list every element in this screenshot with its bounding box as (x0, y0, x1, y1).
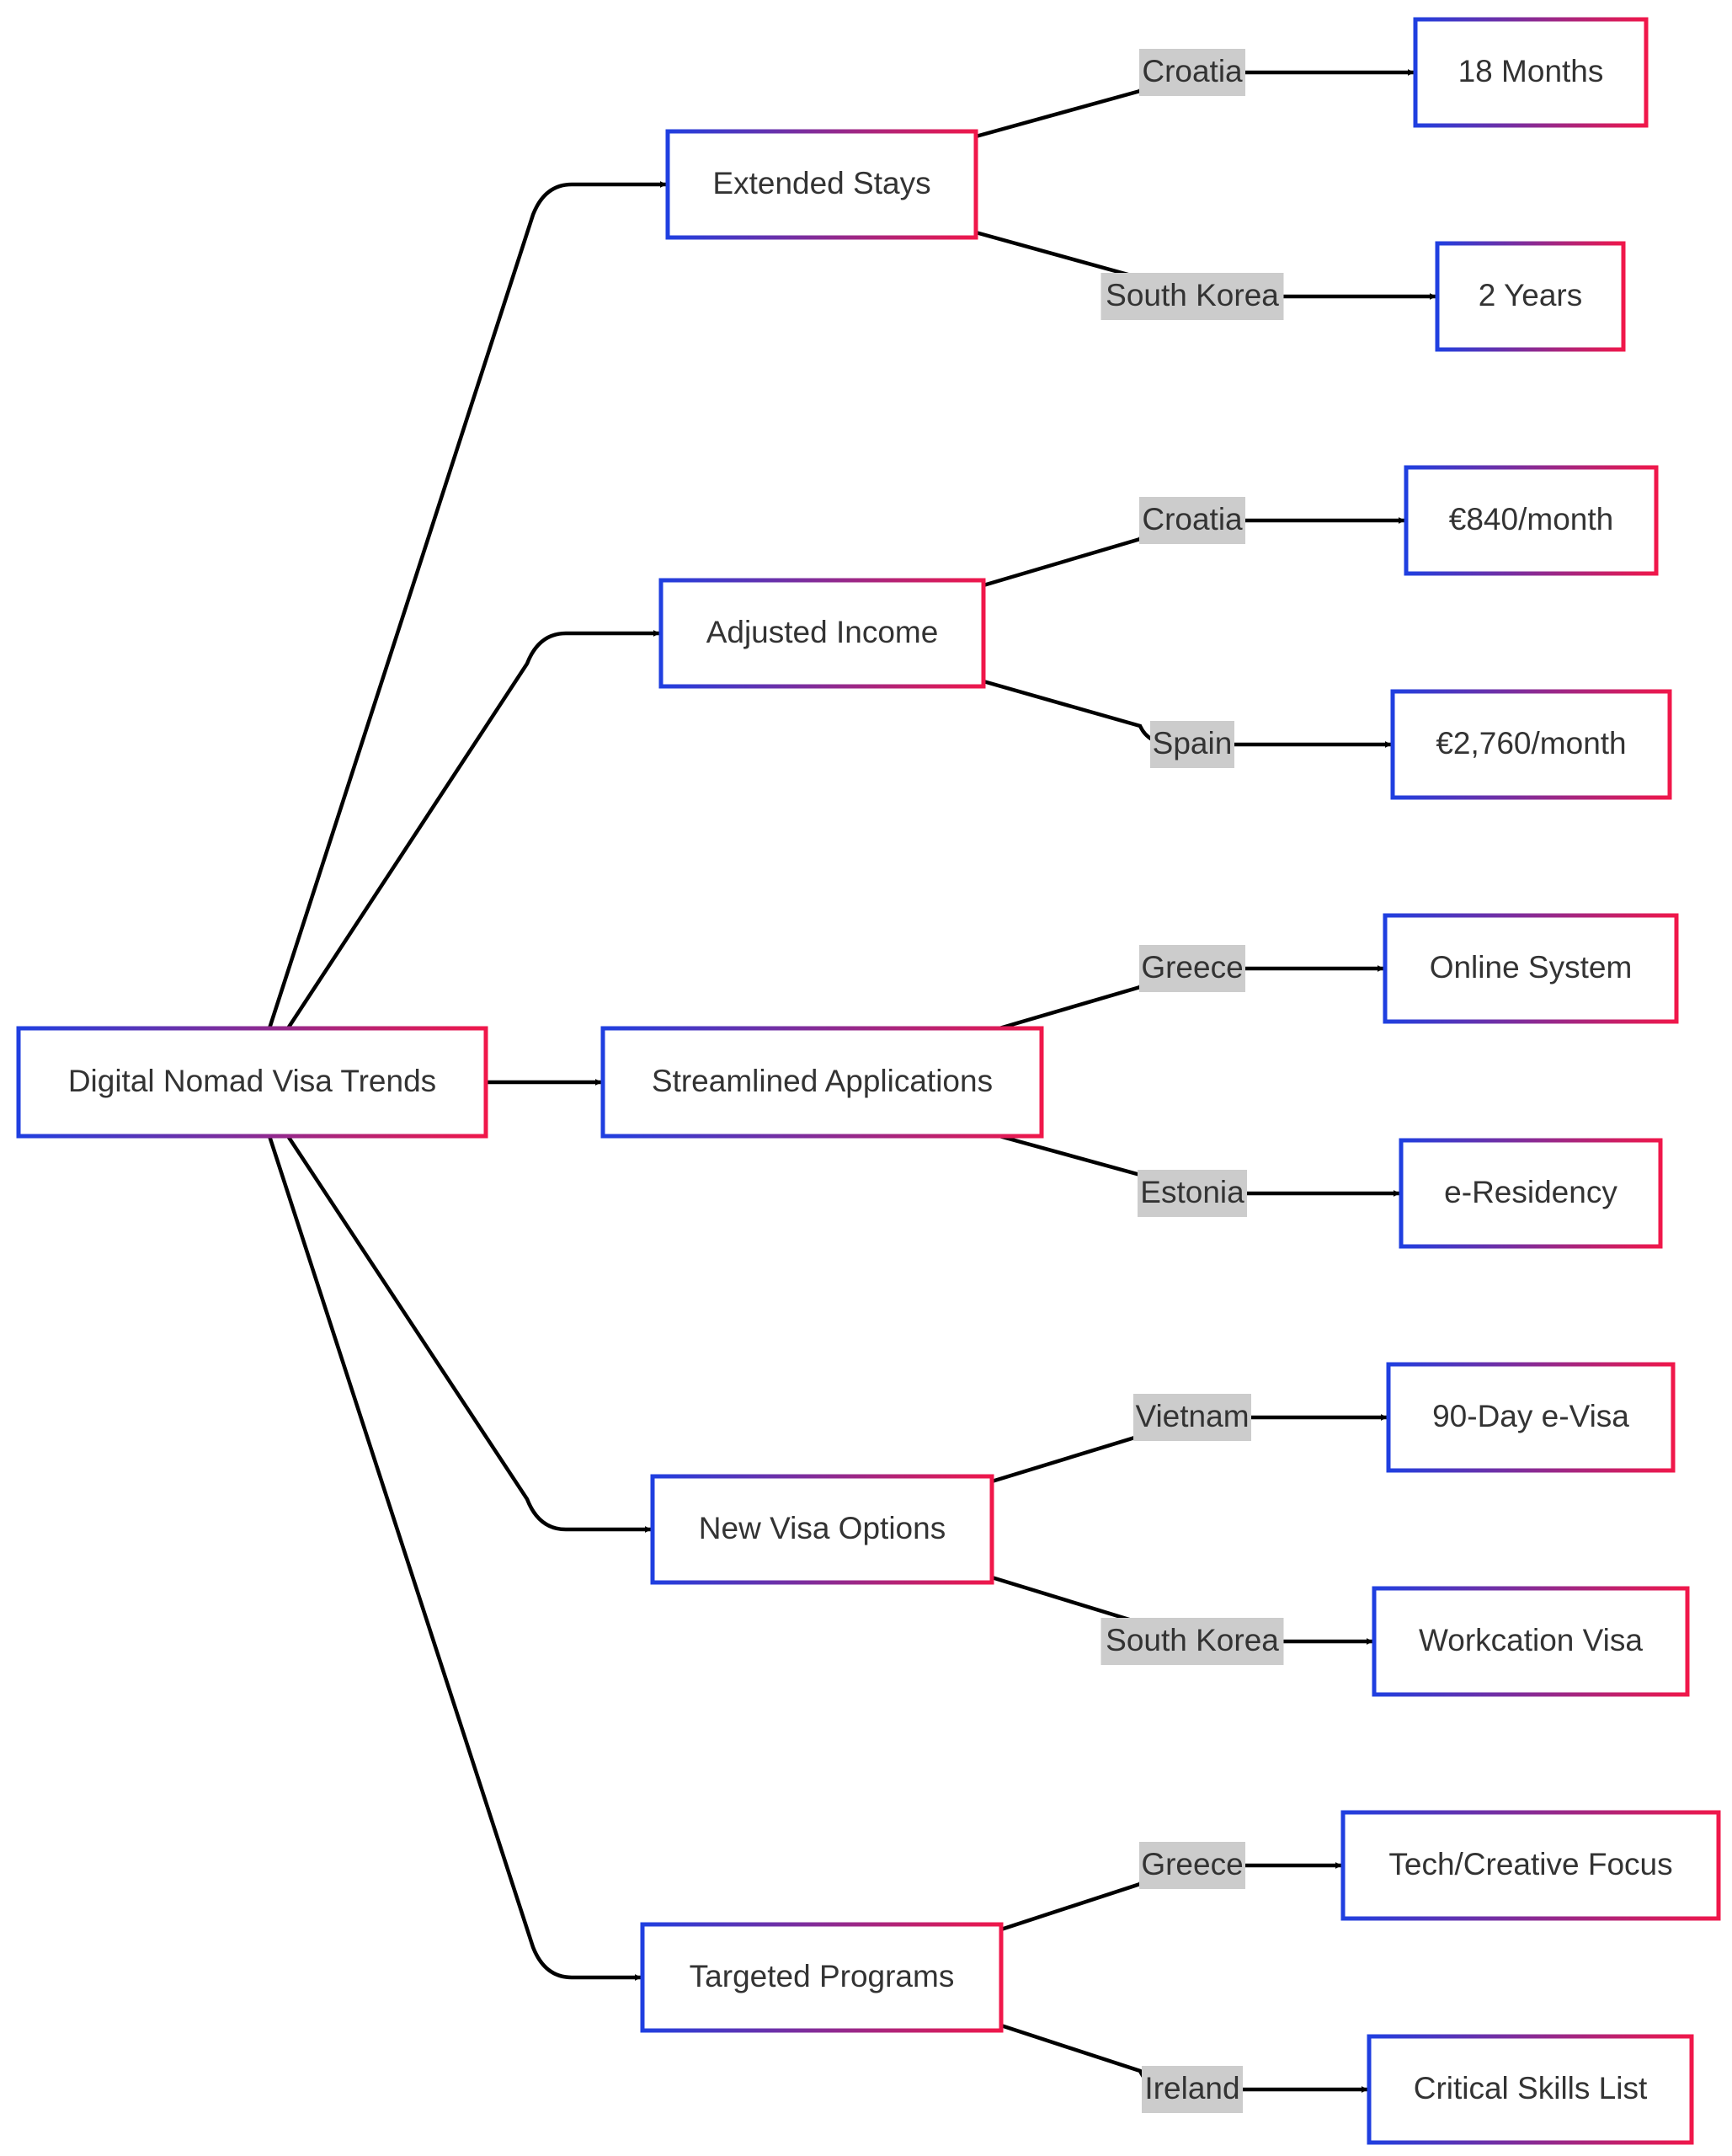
edge-label-workcation-visa: South Korea (1100, 1618, 1284, 1665)
node-streamlined-applications: Streamlined Applications (600, 1026, 1044, 1139)
edge-label-tech-creative-focus-text: Greece (1141, 1847, 1243, 1881)
edge-label-18-months: Croatia (1139, 49, 1245, 96)
edge-label-90-day-e-visa-background (1133, 1394, 1251, 1441)
edge-label-18-months-background (1139, 49, 1245, 96)
edge-label-2760-month-text: Spain (1153, 726, 1233, 760)
edge-label-2-years-background (1100, 273, 1284, 320)
node-root-box (16, 1026, 488, 1139)
node-workcation-visa: Workcation Visa (1372, 1586, 1690, 1697)
edge-label-840-month-text: Croatia (1142, 502, 1243, 536)
node-adjusted-income-label: Adjusted Income (706, 615, 939, 649)
node-90-day-e-visa: 90-Day e-Visa (1386, 1362, 1676, 1473)
node-streamlined-applications-box (600, 1026, 1044, 1139)
nodes-layer: Digital Nomad Visa Trends Extended Stays 1… (16, 17, 1721, 2145)
edge-label-online-system-background (1139, 945, 1245, 992)
node-critical-skills-list: Critical Skills List (1367, 2034, 1694, 2145)
node-critical-skills-list-label: Critical Skills List (1414, 2071, 1648, 2105)
edge-label-critical-skills-list-background (1142, 2066, 1243, 2113)
node-2760-month-label: €2,760/month (1436, 726, 1626, 760)
node-e-residency: e-Residency (1399, 1138, 1663, 1249)
node-online-system: Online System (1383, 913, 1679, 1024)
node-extended-stays: Extended Stays (665, 129, 978, 240)
edge-label-e-residency: Estonia (1138, 1170, 1247, 1217)
node-2760-month: €2,760/month (1390, 689, 1672, 800)
node-targeted-programs-label: Targeted Programs (690, 1959, 955, 1993)
node-new-visa-options-label: New Visa Options (699, 1511, 946, 1545)
edge-label-critical-skills-list: Ireland (1142, 2066, 1243, 2113)
node-critical-skills-list-box (1367, 2034, 1694, 2145)
node-840-month-box (1404, 465, 1659, 576)
node-18-months-label: 18 Months (1458, 54, 1604, 88)
edge-label-90-day-e-visa: Vietnam (1133, 1394, 1251, 1441)
node-extended-stays-label: Extended Stays (712, 166, 930, 200)
node-840-month-label: €840/month (1449, 502, 1613, 536)
node-90-day-e-visa-label: 90-Day e-Visa (1432, 1399, 1629, 1433)
node-online-system-label: Online System (1430, 950, 1633, 985)
node-18-months: 18 Months (1413, 17, 1649, 128)
edge-label-tech-creative-focus-background (1139, 1842, 1245, 1889)
edge-label-840-month: Croatia (1139, 497, 1245, 544)
edge-root-to-targeted-programs (267, 1135, 642, 1981)
node-root-label: Digital Nomad Visa Trends (68, 1064, 436, 1098)
node-2-years-label: 2 Years (1479, 278, 1582, 312)
node-streamlined-applications-label: Streamlined Applications (652, 1064, 993, 1098)
edge-root-to-extended-stays (267, 181, 667, 1029)
edge-label-workcation-visa-background (1100, 1618, 1284, 1665)
node-workcation-visa-label: Workcation Visa (1419, 1623, 1643, 1657)
edge-label-tech-creative-focus: Greece (1139, 1842, 1245, 1889)
edge-label-2760-month: Spain (1150, 721, 1234, 768)
node-18-months-box (1413, 17, 1649, 128)
node-e-residency-box (1399, 1138, 1663, 1249)
node-tech-creative-focus: Tech/Creative Focus (1340, 1810, 1721, 1921)
node-root: Digital Nomad Visa Trends (16, 1026, 488, 1139)
edge-label-online-system-text: Greece (1141, 950, 1243, 985)
node-2-years-box (1435, 241, 1626, 352)
node-adjusted-income: Adjusted Income (658, 578, 986, 689)
node-workcation-visa-box (1372, 1586, 1690, 1697)
node-tech-creative-focus-box (1340, 1810, 1721, 1921)
edge-label-workcation-visa-text: South Korea (1106, 1623, 1279, 1657)
node-tech-creative-focus-label: Tech/Creative Focus (1388, 1847, 1672, 1881)
node-840-month: €840/month (1404, 465, 1659, 576)
edge-label-online-system: Greece (1139, 945, 1245, 992)
node-adjusted-income-box (658, 578, 986, 689)
edge-label-90-day-e-visa-text: Vietnam (1135, 1399, 1249, 1433)
edge-label-840-month-background (1139, 497, 1245, 544)
node-extended-stays-box (665, 129, 978, 240)
node-90-day-e-visa-box (1386, 1362, 1676, 1473)
edge-label-18-months-text: Croatia (1142, 54, 1243, 88)
node-e-residency-label: e-Residency (1444, 1175, 1617, 1209)
edge-label-critical-skills-list-text: Ireland (1144, 2071, 1239, 2105)
node-2760-month-box (1390, 689, 1672, 800)
node-2-years: 2 Years (1435, 241, 1626, 352)
edge-label-e-residency-text: Estonia (1140, 1175, 1244, 1209)
edge-root-to-new-visa-options (286, 1134, 652, 1533)
node-new-visa-options-box (650, 1474, 994, 1585)
edge-label-2-years: South Korea (1100, 273, 1284, 320)
edge-root-to-adjusted-income (286, 630, 660, 1030)
edge-label-2760-month-background (1150, 721, 1234, 768)
node-new-visa-options: New Visa Options (650, 1474, 994, 1585)
node-online-system-box (1383, 913, 1679, 1024)
edge-label-2-years-text: South Korea (1106, 278, 1279, 312)
node-targeted-programs: Targeted Programs (640, 1922, 1004, 2033)
edge-label-e-residency-background (1138, 1170, 1247, 1217)
node-targeted-programs-box (640, 1922, 1004, 2033)
